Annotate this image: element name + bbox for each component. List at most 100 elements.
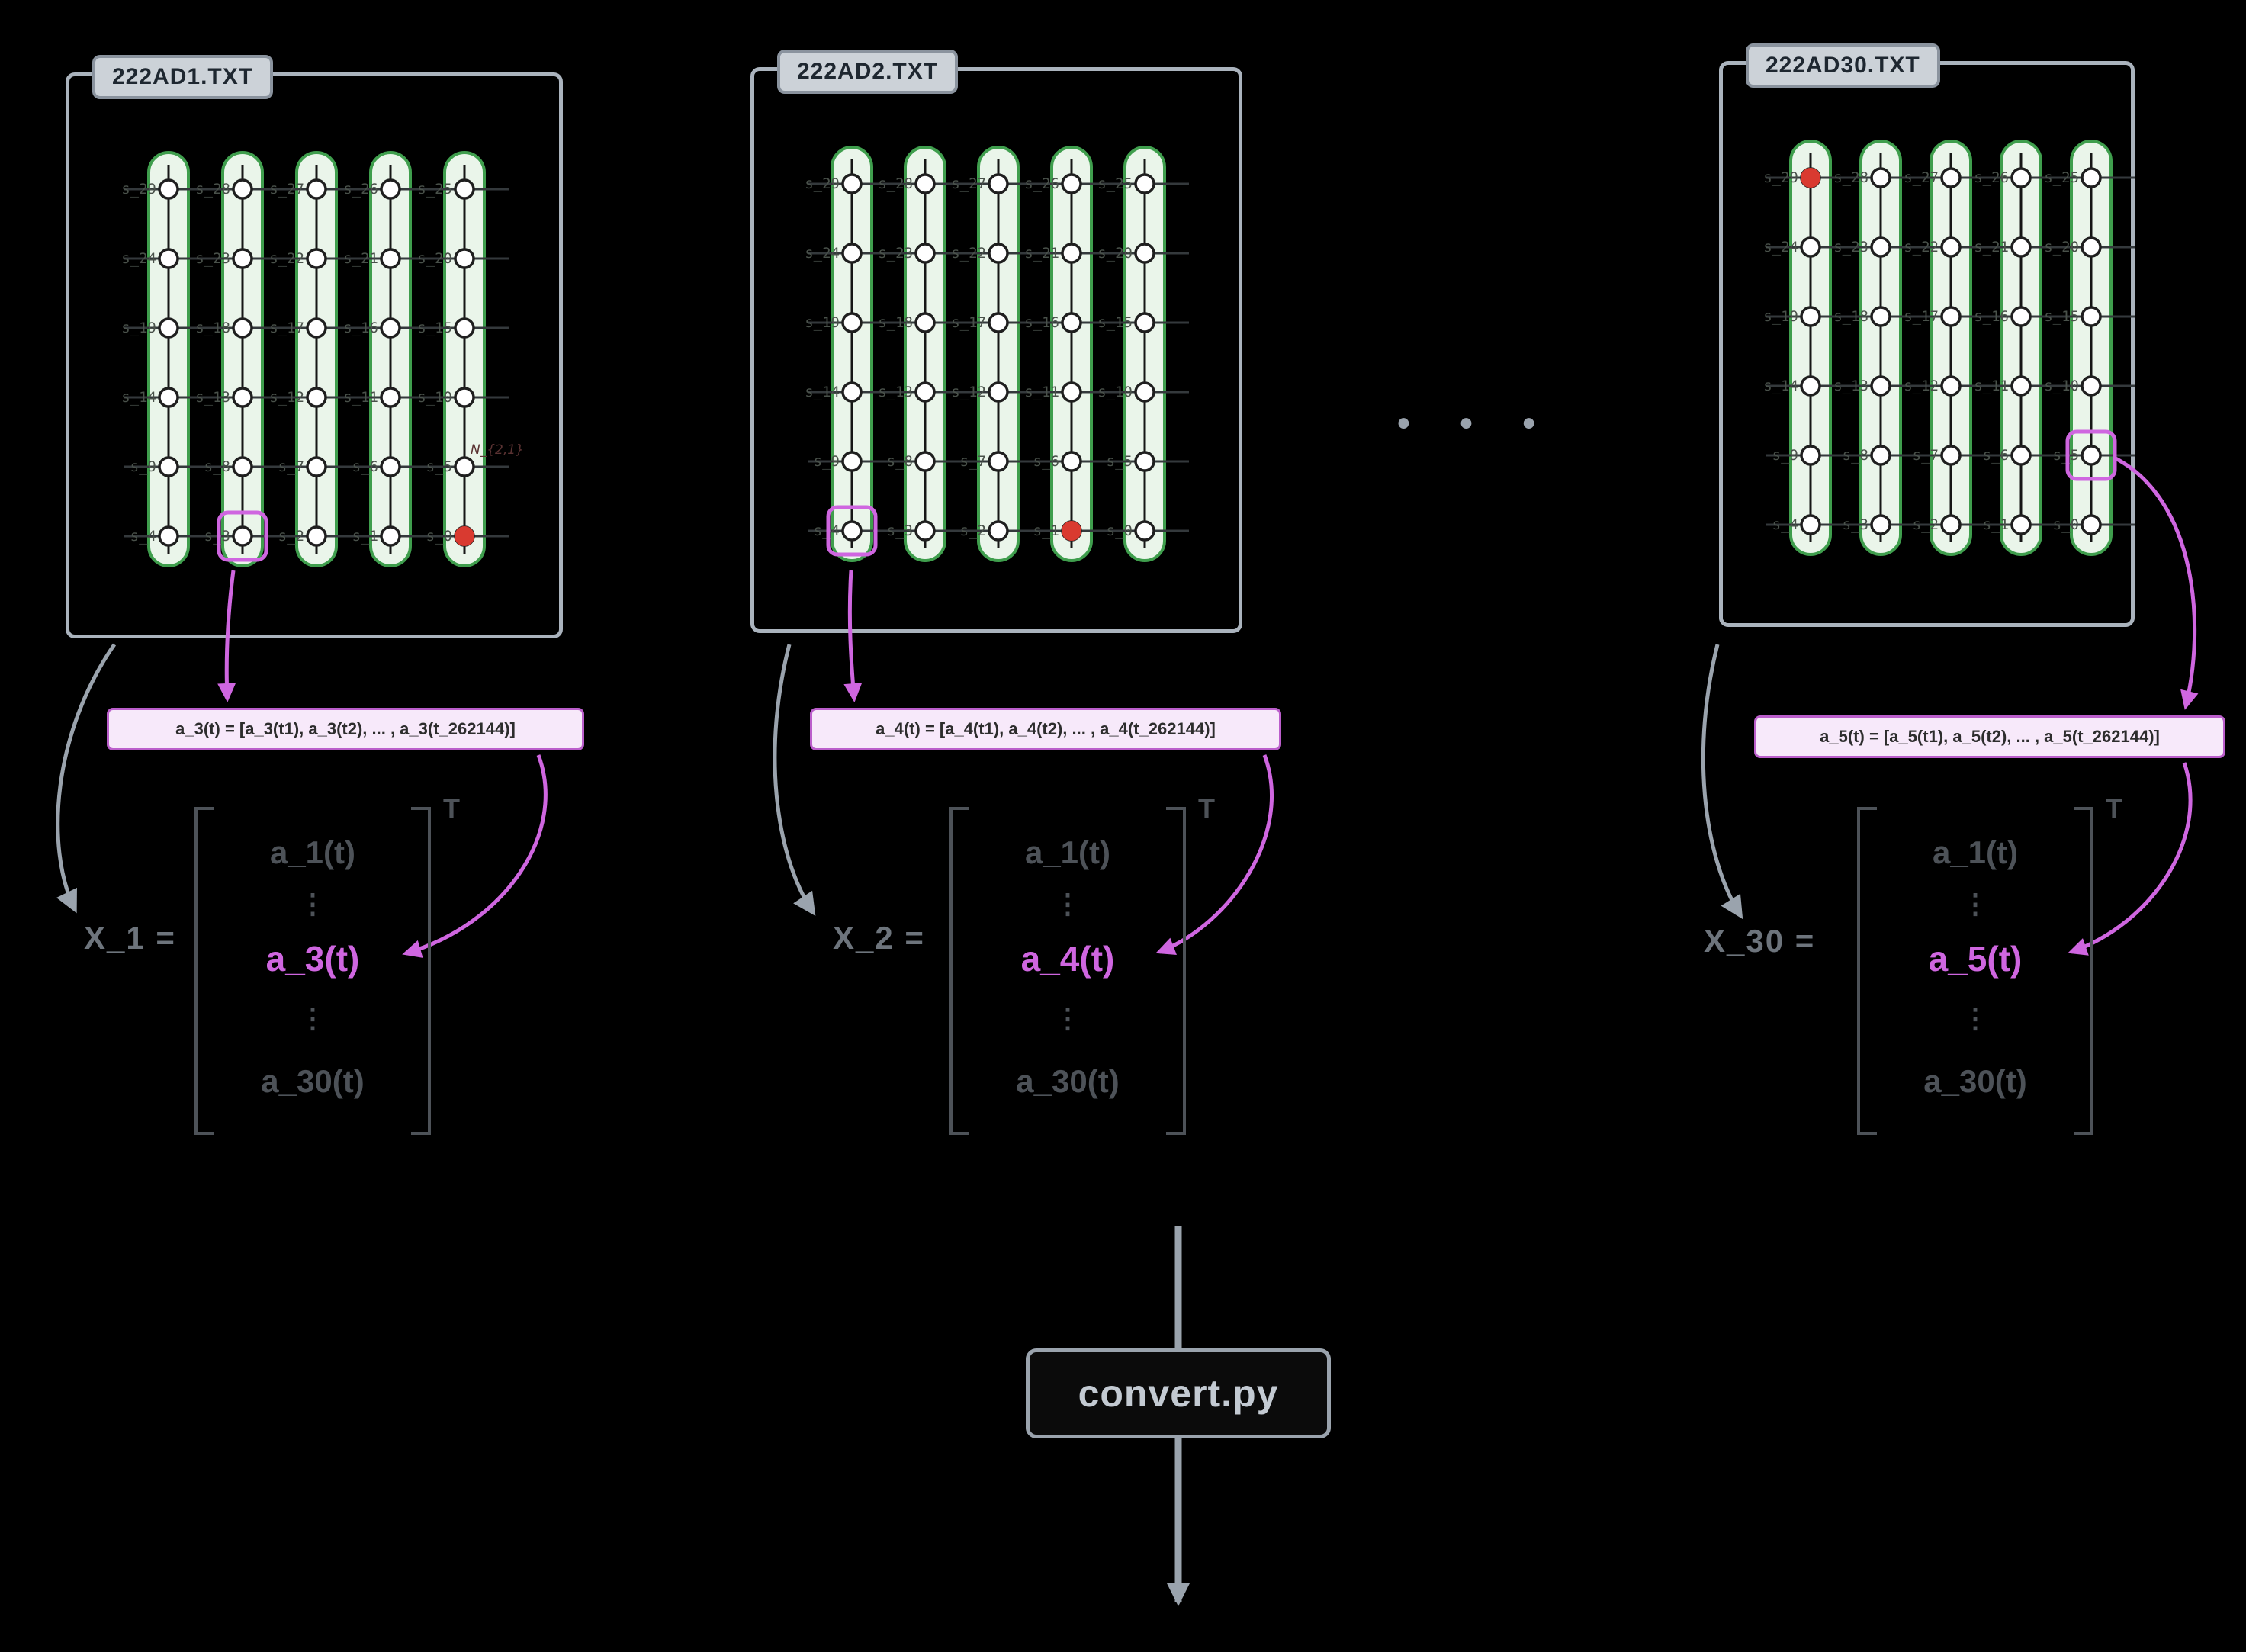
matrix-entry-highlighted: a_5(t) bbox=[1928, 939, 2023, 979]
electrode-contact bbox=[1940, 375, 1962, 397]
electrode-highlight-box bbox=[826, 505, 878, 557]
electrode-label: s_22 bbox=[951, 245, 986, 262]
matrix-transpose: T bbox=[443, 793, 460, 824]
electrode-label: s_13 bbox=[878, 384, 913, 400]
electrode-contact bbox=[914, 451, 936, 472]
electrode-label: s_13 bbox=[195, 389, 230, 406]
electrode-label: s_19 bbox=[1763, 308, 1798, 325]
electrode-contact bbox=[1870, 167, 1891, 188]
electrode-label: s_3 bbox=[1843, 516, 1868, 533]
convert-script-label: convert.py bbox=[1078, 1372, 1279, 1415]
electrode-label: s_10 bbox=[2044, 378, 2079, 394]
electrode-label: s_20 bbox=[1097, 245, 1133, 262]
electrode-contact bbox=[454, 248, 475, 269]
electrode-contact bbox=[306, 456, 327, 477]
electrode-label: s_25 bbox=[1097, 175, 1133, 192]
electrode-label: s_1 bbox=[1033, 522, 1059, 539]
electrode-contact bbox=[1800, 306, 1821, 327]
seizure-onset-dot bbox=[1062, 521, 1081, 541]
electrode-contact bbox=[1134, 312, 1155, 333]
electrode-contact bbox=[841, 451, 863, 472]
electrode-label: s_11 bbox=[1974, 378, 2009, 394]
file-title: 222AD2.TXT bbox=[797, 59, 939, 84]
electrode-contact bbox=[232, 248, 253, 269]
electrode-contact bbox=[1061, 381, 1082, 403]
electrode-label: s_26 bbox=[1974, 169, 2009, 186]
electrode-contact bbox=[1800, 236, 1821, 258]
electrode-label: s_8 bbox=[204, 458, 230, 475]
electrode-label: s_9 bbox=[814, 453, 840, 470]
electrode-label: s_15 bbox=[2044, 308, 2079, 325]
electrode-label: s_11 bbox=[343, 389, 378, 406]
signal-vector-label-30: a_5(t) = [a_5(t1), a_5(t2), ... , a_5(t_… bbox=[1754, 715, 2225, 758]
electrode-label: s_25 bbox=[417, 181, 452, 198]
matrix-name-1: X_1 = bbox=[84, 920, 176, 956]
electrode-label: s_1 bbox=[1983, 516, 2009, 533]
feature-matrix-2: T a_1(t) ⋮ a_4(t) ⋮ a_30(t) bbox=[949, 793, 1215, 1135]
electrode-contact bbox=[306, 317, 327, 339]
grid-note: N_{2,1} bbox=[471, 442, 524, 458]
file-title: 222AD1.TXT bbox=[112, 64, 254, 89]
electrode-label: s_5 bbox=[1107, 453, 1133, 470]
signal-vector-text: a_4(t) = [a_4(t1), a_4(t2), ... , a_4(t_… bbox=[876, 719, 1216, 738]
signal-vector-text: a_5(t) = [a_5(t1), a_5(t2), ... , a_5(t_… bbox=[1820, 727, 2160, 746]
electrode-contact bbox=[1940, 514, 1962, 535]
electrode-contact bbox=[1134, 173, 1155, 194]
electrode-contact bbox=[232, 317, 253, 339]
electrode-label: s_23 bbox=[195, 250, 230, 267]
electrode-label: s_15 bbox=[417, 320, 452, 336]
electrode-contact bbox=[841, 243, 863, 264]
convert-script-box: convert.py bbox=[1026, 1348, 1331, 1438]
electrode-label: s_7 bbox=[278, 458, 304, 475]
electrode-label: s_15 bbox=[1097, 314, 1133, 331]
feature-matrix-30: T a_1(t) ⋮ a_5(t) ⋮ a_30(t) bbox=[1857, 793, 2122, 1135]
electrode-contact bbox=[914, 381, 936, 403]
feature-matrix-1: T a_1(t) ⋮ a_3(t) ⋮ a_30(t) bbox=[194, 793, 460, 1135]
electrode-label: s_22 bbox=[1904, 239, 1939, 256]
electrode-label: s_20 bbox=[417, 250, 452, 267]
matrix-ellipsis: ⋮ bbox=[1962, 1002, 1989, 1033]
electrode-label: s_1 bbox=[352, 528, 378, 545]
electrode-contact bbox=[1800, 445, 1821, 466]
electrode-contact bbox=[2010, 514, 2032, 535]
electrode-contact bbox=[1800, 514, 1821, 535]
electrode-contact bbox=[1061, 173, 1082, 194]
matrix-transpose: T bbox=[2106, 793, 2122, 824]
matrix-right-bracket bbox=[411, 807, 431, 1135]
electrode-label: s_18 bbox=[195, 320, 230, 336]
matrix-ellipsis: ⋮ bbox=[1054, 1002, 1081, 1033]
matrix-entry: a_30(t) bbox=[1923, 1063, 2027, 1099]
electrode-contact bbox=[2010, 445, 2032, 466]
matrix-entry: a_1(t) bbox=[1024, 834, 1111, 870]
electrode-label: s_28 bbox=[195, 181, 230, 198]
electrode-label: s_16 bbox=[1024, 314, 1059, 331]
signal-vector-label-1: a_3(t) = [a_3(t1), a_3(t2), ... , a_3(t_… bbox=[107, 708, 584, 750]
signal-vector-label-2: a_4(t) = [a_4(t1), a_4(t2), ... , a_4(t_… bbox=[810, 708, 1281, 750]
electrode-contact bbox=[454, 387, 475, 408]
seizure-onset-dot bbox=[455, 526, 474, 546]
electrode-label: s_19 bbox=[805, 314, 840, 331]
electrode-label: s_4 bbox=[1772, 516, 1798, 533]
electrode-contact bbox=[1061, 451, 1082, 472]
electrode-label: s_27 bbox=[269, 181, 304, 198]
electrode-label: s_9 bbox=[1772, 447, 1798, 464]
panel2-to-x2-arrow bbox=[773, 644, 816, 916]
electrode-label: s_26 bbox=[343, 181, 378, 198]
electrode-label: s_6 bbox=[1983, 447, 2009, 464]
matrix-entry: a_1(t) bbox=[269, 834, 356, 870]
electrode-label: s_0 bbox=[426, 528, 452, 545]
electrode-label: s_24 bbox=[1763, 239, 1798, 256]
matrix-ellipsis: ⋮ bbox=[299, 1002, 326, 1033]
electrode-label: s_5 bbox=[426, 458, 452, 475]
electrode-label: s_11 bbox=[1024, 384, 1059, 400]
electrode-label: s_28 bbox=[1833, 169, 1868, 186]
electrode-label: s_8 bbox=[1843, 447, 1868, 464]
electrode-contact bbox=[1870, 375, 1891, 397]
file-title-tab: 222AD1.TXT bbox=[92, 55, 274, 99]
electrode-contact bbox=[1134, 381, 1155, 403]
electrode-contact bbox=[1134, 243, 1155, 264]
electrode-contact bbox=[454, 456, 475, 477]
